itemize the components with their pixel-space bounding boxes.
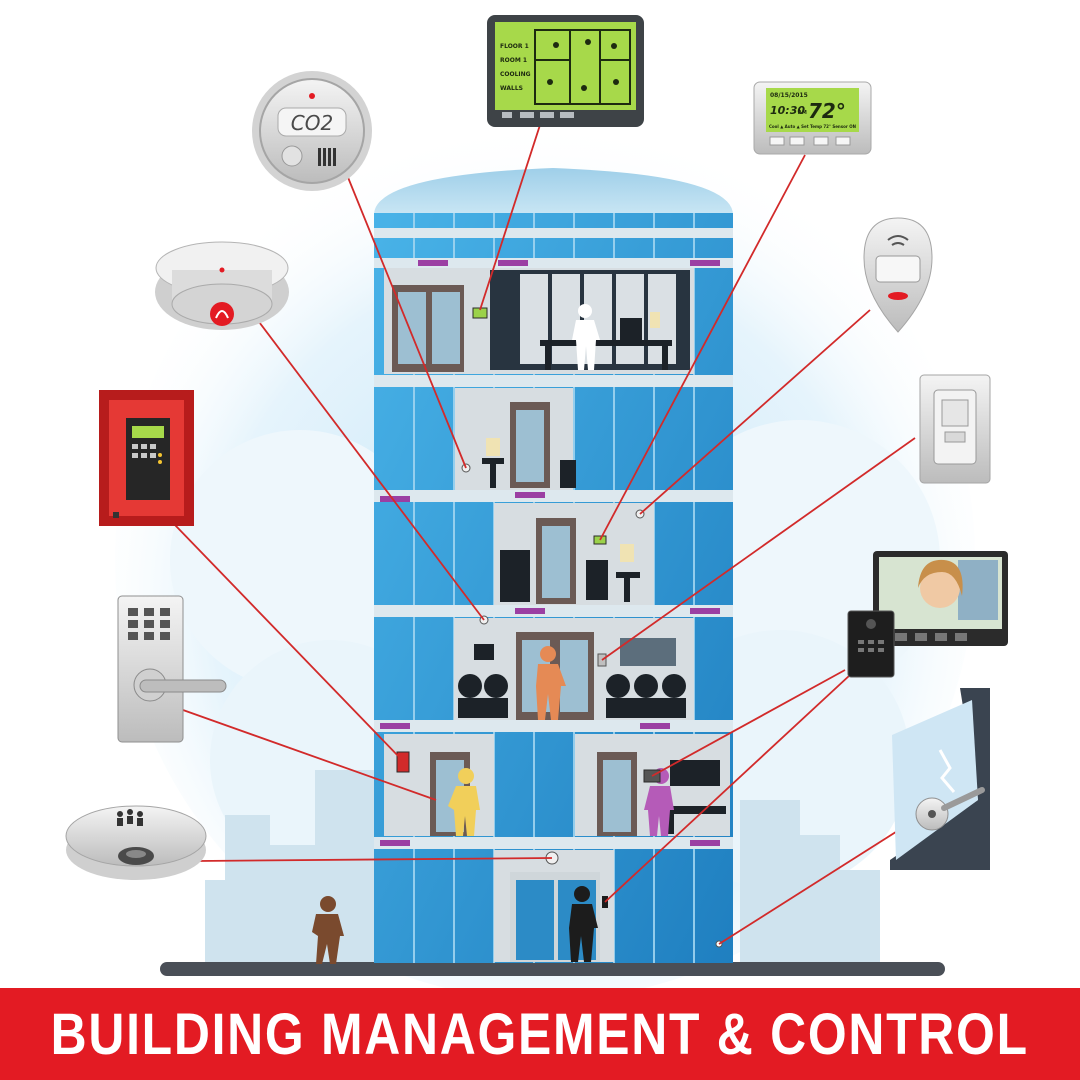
fire-alarm-panel-icon xyxy=(99,390,194,526)
thermostat-date: 08/15/2015 xyxy=(770,92,808,99)
wall-sensor-icon xyxy=(919,374,991,484)
building xyxy=(312,168,733,964)
footer-title: BUILDING MANAGEMENT & CONTROL xyxy=(50,1001,1030,1067)
co2-detector-icon: CO2 xyxy=(252,71,372,191)
person-yellow xyxy=(448,768,480,836)
occupancy-sensor-icon xyxy=(65,805,207,880)
thermostat-icon: 08/15/2015 10:30 AM 72° Cool ▲ Auto ▲ Se… xyxy=(753,81,872,155)
panel-row-2: ROOM 1 xyxy=(500,57,527,64)
person-walker xyxy=(312,896,344,964)
video-intercom-icon xyxy=(847,551,1008,678)
motion-sensor-icon xyxy=(863,217,933,333)
keypad-lock-icon xyxy=(117,595,227,743)
panel-row-4: WALLS xyxy=(500,85,523,92)
panel-row-3: COOLING xyxy=(500,71,531,78)
smoke-detector-icon xyxy=(155,241,289,330)
touch-panel-icon: FLOOR 1 ROOM 1 COOLING WALLS xyxy=(487,15,644,127)
co2-label: CO2 xyxy=(291,111,333,135)
person-office xyxy=(572,304,600,370)
thermostat-time: 10:30 xyxy=(770,104,805,117)
person-entrance xyxy=(569,886,598,962)
footer-banner: BUILDING MANAGEMENT & CONTROL xyxy=(0,988,1080,1080)
thermostat-temp: 72° xyxy=(808,99,846,123)
glass-break-sensor-icon xyxy=(890,688,990,870)
ground xyxy=(160,962,945,976)
person-door xyxy=(536,646,566,720)
thermostat-time-suffix: AM xyxy=(798,110,807,116)
panel-row-1: FLOOR 1 xyxy=(500,43,529,50)
thermostat-status: Cool ▲ Auto ▲ Set Temp 72° Sensor ON xyxy=(769,124,856,129)
leader-lines xyxy=(174,124,919,945)
